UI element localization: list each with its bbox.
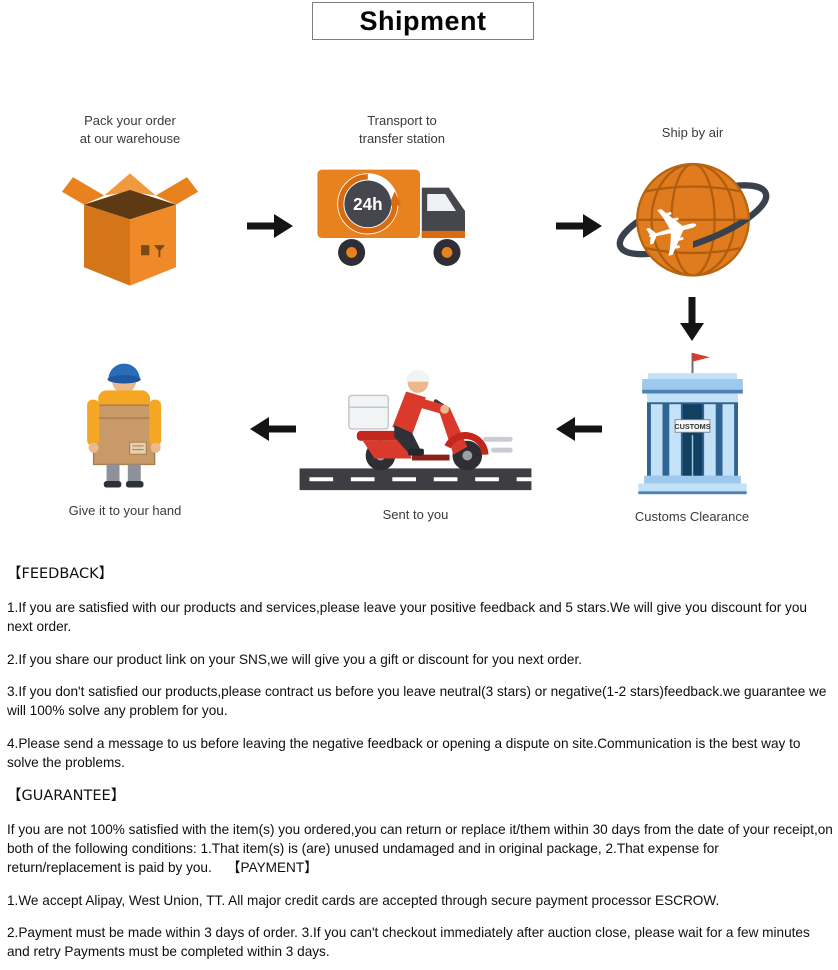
step-customs-clearance: CUSTOMS Customs Clearance — [613, 350, 771, 526]
arrow-right-icon — [247, 212, 293, 240]
payment-item-2: 2.Payment must be made within 3 days of … — [7, 925, 810, 959]
step-caption-pack: Pack your order at our warehouse — [79, 113, 181, 146]
step-caption-transport: Transport to transfer station — [359, 113, 445, 146]
open-box-icon — [61, 173, 199, 286]
step-sent-to-you: Sent to you — [298, 350, 533, 524]
guarantee-body: If you are not 100% satisfied with the i… — [7, 822, 833, 875]
step-caption-sent: Sent to you — [382, 507, 449, 522]
step-caption-hand: Give it to your hand — [68, 503, 182, 518]
step-ship-by-air: Ship by air ✈ — [610, 124, 775, 297]
step-transport: Transport to transfer station 24h — [312, 112, 492, 277]
delivery-scooter-icon — [299, 369, 532, 491]
truck-24h-icon: 24h — [317, 169, 465, 267]
step-pack-order: Pack your order at our warehouse — [45, 112, 215, 293]
customs-sign: CUSTOMS — [674, 422, 710, 431]
globe-airplane-icon: ✈ — [616, 162, 769, 278]
feedback-item-2: 2.If you share our product link on your … — [7, 651, 583, 667]
step-hand-delivery: Give it to your hand — [50, 346, 200, 520]
truck-24h-badge: 24h — [353, 195, 382, 214]
page-title: Shipment — [359, 5, 487, 36]
feedback-item-4: 4.Please send a message to us before lea… — [7, 735, 801, 770]
arrow-right-icon — [556, 212, 602, 240]
arrow-left-icon — [556, 415, 602, 443]
feedback-heading: 【FEEDBACK】 — [7, 566, 114, 582]
courier-person-icon — [86, 363, 161, 488]
step-caption-customs: Customs Clearance — [634, 509, 750, 524]
title-box: Shipment — [312, 2, 534, 40]
payment-item-1: 1.We accept Alipay, West Union, TT. All … — [7, 892, 720, 908]
description-text: 【FEEDBACK】 1.If you are satisfied with o… — [7, 564, 833, 970]
feedback-item-1: 1.If you are satisfied with our products… — [7, 600, 807, 634]
customs-building-icon: CUSTOMS — [637, 352, 747, 495]
guarantee-heading: 【GUARANTEE】 — [7, 788, 126, 805]
arrow-down-icon — [678, 297, 706, 341]
step-caption-air: Ship by air — [661, 125, 724, 140]
arrow-left-icon — [250, 415, 296, 443]
feedback-item-3: 3.If you don't satisfied our products,pl… — [7, 684, 827, 718]
